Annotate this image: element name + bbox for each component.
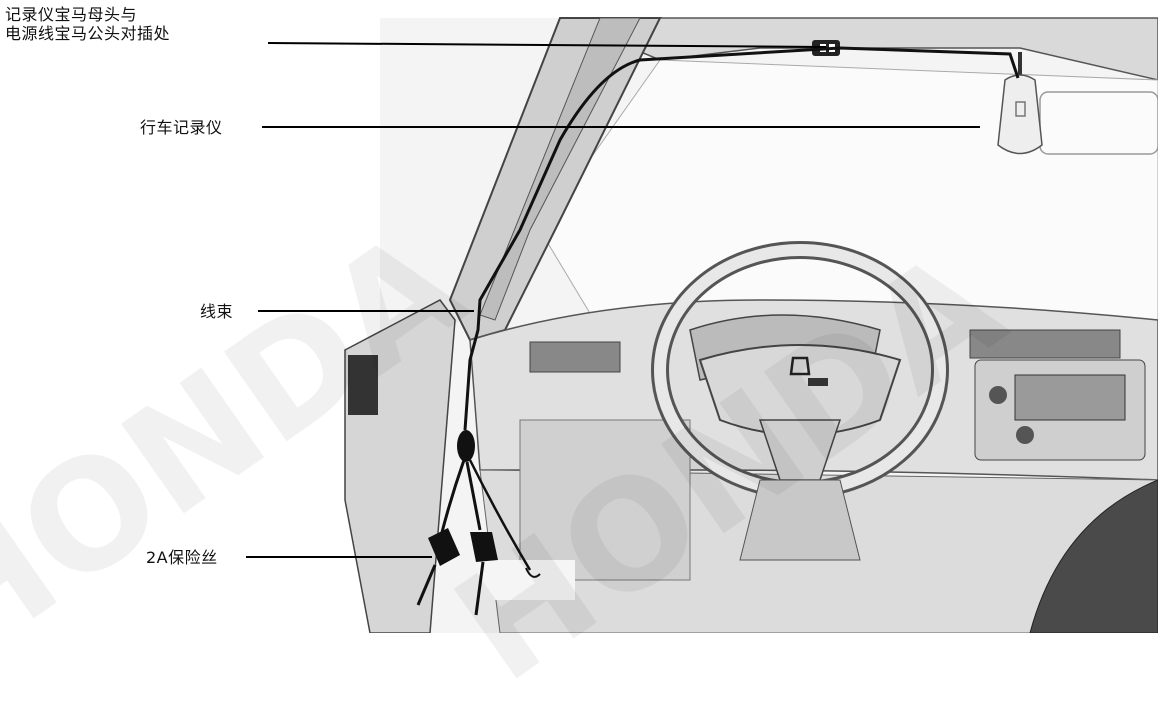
wire-branch-right <box>468 459 532 571</box>
dashcam-body <box>997 74 1043 155</box>
horn-badge <box>808 378 828 386</box>
label-dashcam: 行车记录仪 <box>140 118 223 137</box>
fuse-left <box>428 528 460 566</box>
wire-branch-middle <box>465 461 482 531</box>
leader-connector <box>267 42 827 48</box>
lower-panel <box>519 419 691 581</box>
tuning-knob <box>1016 426 1034 444</box>
ground-terminal <box>525 567 541 578</box>
label-wire-harness: 线束 <box>200 302 234 321</box>
rear-view-mirror <box>1039 91 1158 155</box>
steering-column <box>739 479 861 561</box>
car-interior-illustration <box>246 17 1158 633</box>
label-connector-line2: 电源线宝马公头对插处 <box>5 24 171 43</box>
dashcam-lens <box>1015 101 1026 117</box>
volume-knob <box>989 386 1007 404</box>
door-seal <box>348 355 378 415</box>
label-fuse: 2A保险丝 <box>146 548 218 567</box>
white-patch <box>478 560 575 600</box>
wire-harness <box>463 46 1020 431</box>
fuse-right-lead <box>474 561 485 616</box>
label-connector-line1: 记录仪宝马母头与 <box>5 5 138 24</box>
fuse-left-lead <box>416 564 437 606</box>
honda-logo <box>789 356 811 376</box>
passenger-seat <box>1029 479 1158 633</box>
fuse-right <box>470 532 498 562</box>
left-vent <box>529 341 621 373</box>
infotainment-screen <box>1014 374 1126 421</box>
wire-splitter <box>457 430 475 462</box>
label-connector: 记录仪宝马母头与 电源线宝马公头对插处 <box>5 5 170 43</box>
center-vent <box>969 329 1121 359</box>
